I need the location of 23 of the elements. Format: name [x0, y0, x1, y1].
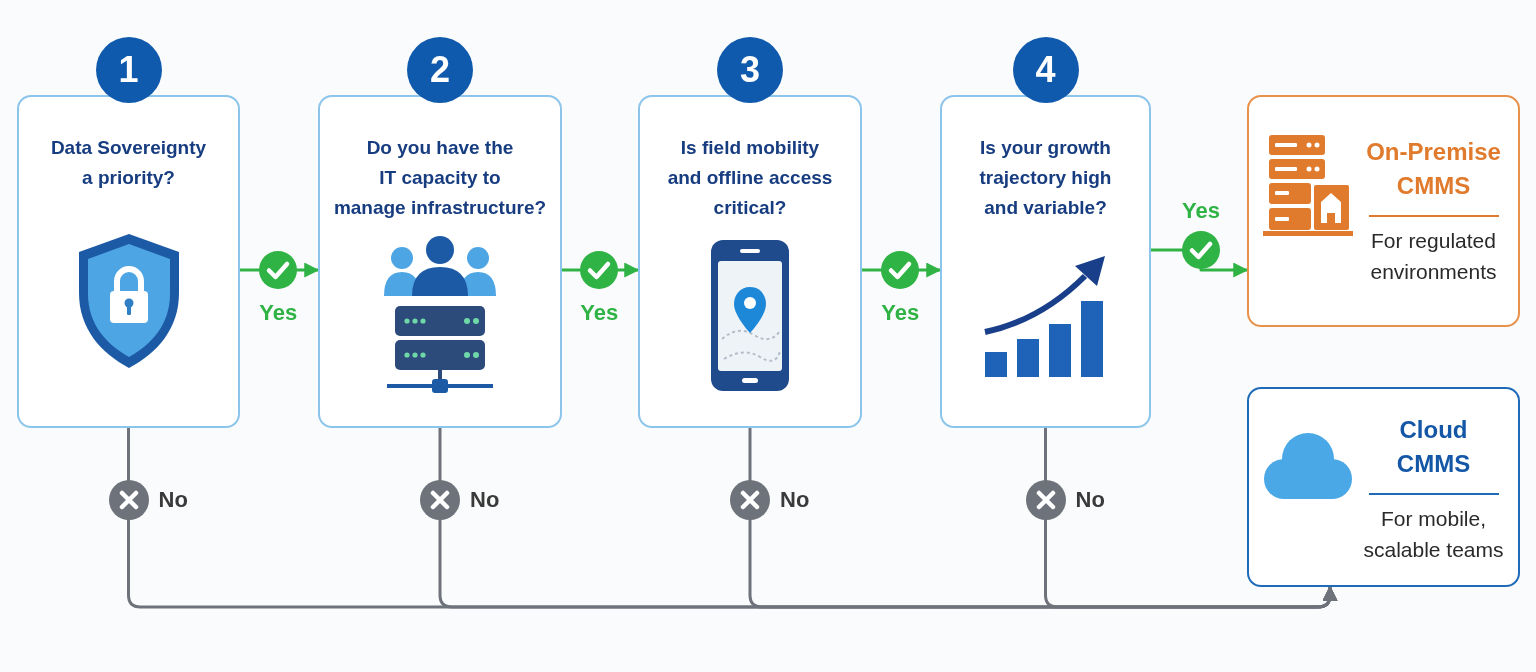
result-title: Cloud CMMS — [1395, 415, 1472, 479]
question-text: Do you have the IT capacity to manage infrastructure? — [332, 136, 548, 220]
edge-label: No — [780, 487, 810, 513]
edge-label: Yes — [881, 300, 920, 326]
edge-label: Yes — [1182, 198, 1220, 224]
edge-label: Yes — [580, 300, 619, 326]
result-title: On-Premise CMMS — [1365, 137, 1502, 201]
arrow — [1044, 428, 1338, 609]
result-description: For mobile, scalable teams — [1362, 506, 1505, 563]
question-text: Is field mobility and offline access critical? — [666, 136, 834, 220]
step-number-badge: 2 — [407, 37, 473, 103]
edge-label: No — [470, 487, 500, 513]
result-description: For regulated environments — [1369, 228, 1498, 285]
step-number-badge: 4 — [1012, 37, 1079, 103]
question-text: Is your growth trajectory high and variable? — [978, 136, 1113, 220]
edge-label: No — [1075, 487, 1105, 513]
edge-label: Yes — [259, 300, 298, 326]
question-text: Data Sovereignty a priority? — [49, 136, 208, 190]
step-number-badge: 1 — [95, 37, 162, 103]
edge-label: No — [158, 487, 188, 513]
result-card — [1247, 95, 1520, 327]
step-number-badge: 3 — [717, 37, 783, 103]
result-card — [1247, 387, 1520, 587]
